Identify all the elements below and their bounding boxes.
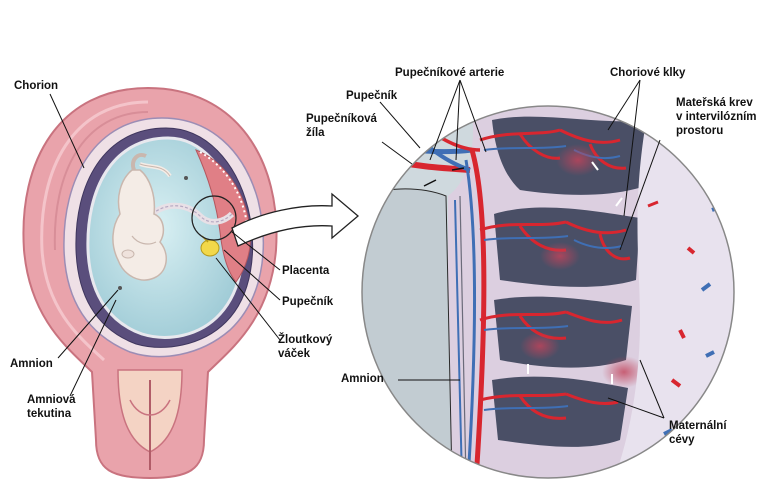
label-amnion-left: Amnion (10, 358, 53, 370)
label-amniotic-fluid-line2: tekutina (27, 408, 72, 420)
label-yolk-sac-line1: Žloutkový (278, 334, 333, 346)
leader-lines (49, 79, 665, 419)
label-maternal-blood-line2: v intervilózním (676, 111, 757, 123)
label-umbilical-cord-right: Pupečník (346, 90, 398, 102)
label-umbilical-cord-left: Pupečník (282, 296, 334, 308)
placenta-left (195, 149, 251, 283)
label-umbilical-vein-line2: žíla (306, 127, 325, 139)
label-yolk-sac-line2: váček (278, 348, 310, 360)
label-maternal-vessels-line2: cévy (669, 434, 695, 446)
label-umbilical-arteries: Pupečníkové arterie (395, 67, 505, 79)
label-maternal-blood-line1: Mateřská krev (676, 97, 753, 109)
label-chorion: Chorion (14, 80, 59, 92)
zoom-source-circle (191, 195, 237, 241)
embryo (112, 153, 172, 281)
zoom-arrow (231, 192, 360, 247)
yolk-sac (200, 239, 220, 257)
label-umbilical-vein-line1: Pupečníková (306, 113, 377, 125)
label-chorionic-villi: Choriové klky (610, 67, 686, 79)
magnified-circle-border (361, 105, 735, 479)
label-amnion-right: Amnion (341, 373, 384, 385)
label-amniotic-fluid-line1: Amniová (27, 394, 76, 406)
label-maternal-blood-line3: prostoru (676, 125, 724, 137)
label-placenta: Placenta (282, 265, 330, 277)
villous-trees (479, 128, 631, 420)
uterus-illustration (22, 86, 278, 480)
label-maternal-vessels-line1: Maternální (669, 420, 727, 432)
